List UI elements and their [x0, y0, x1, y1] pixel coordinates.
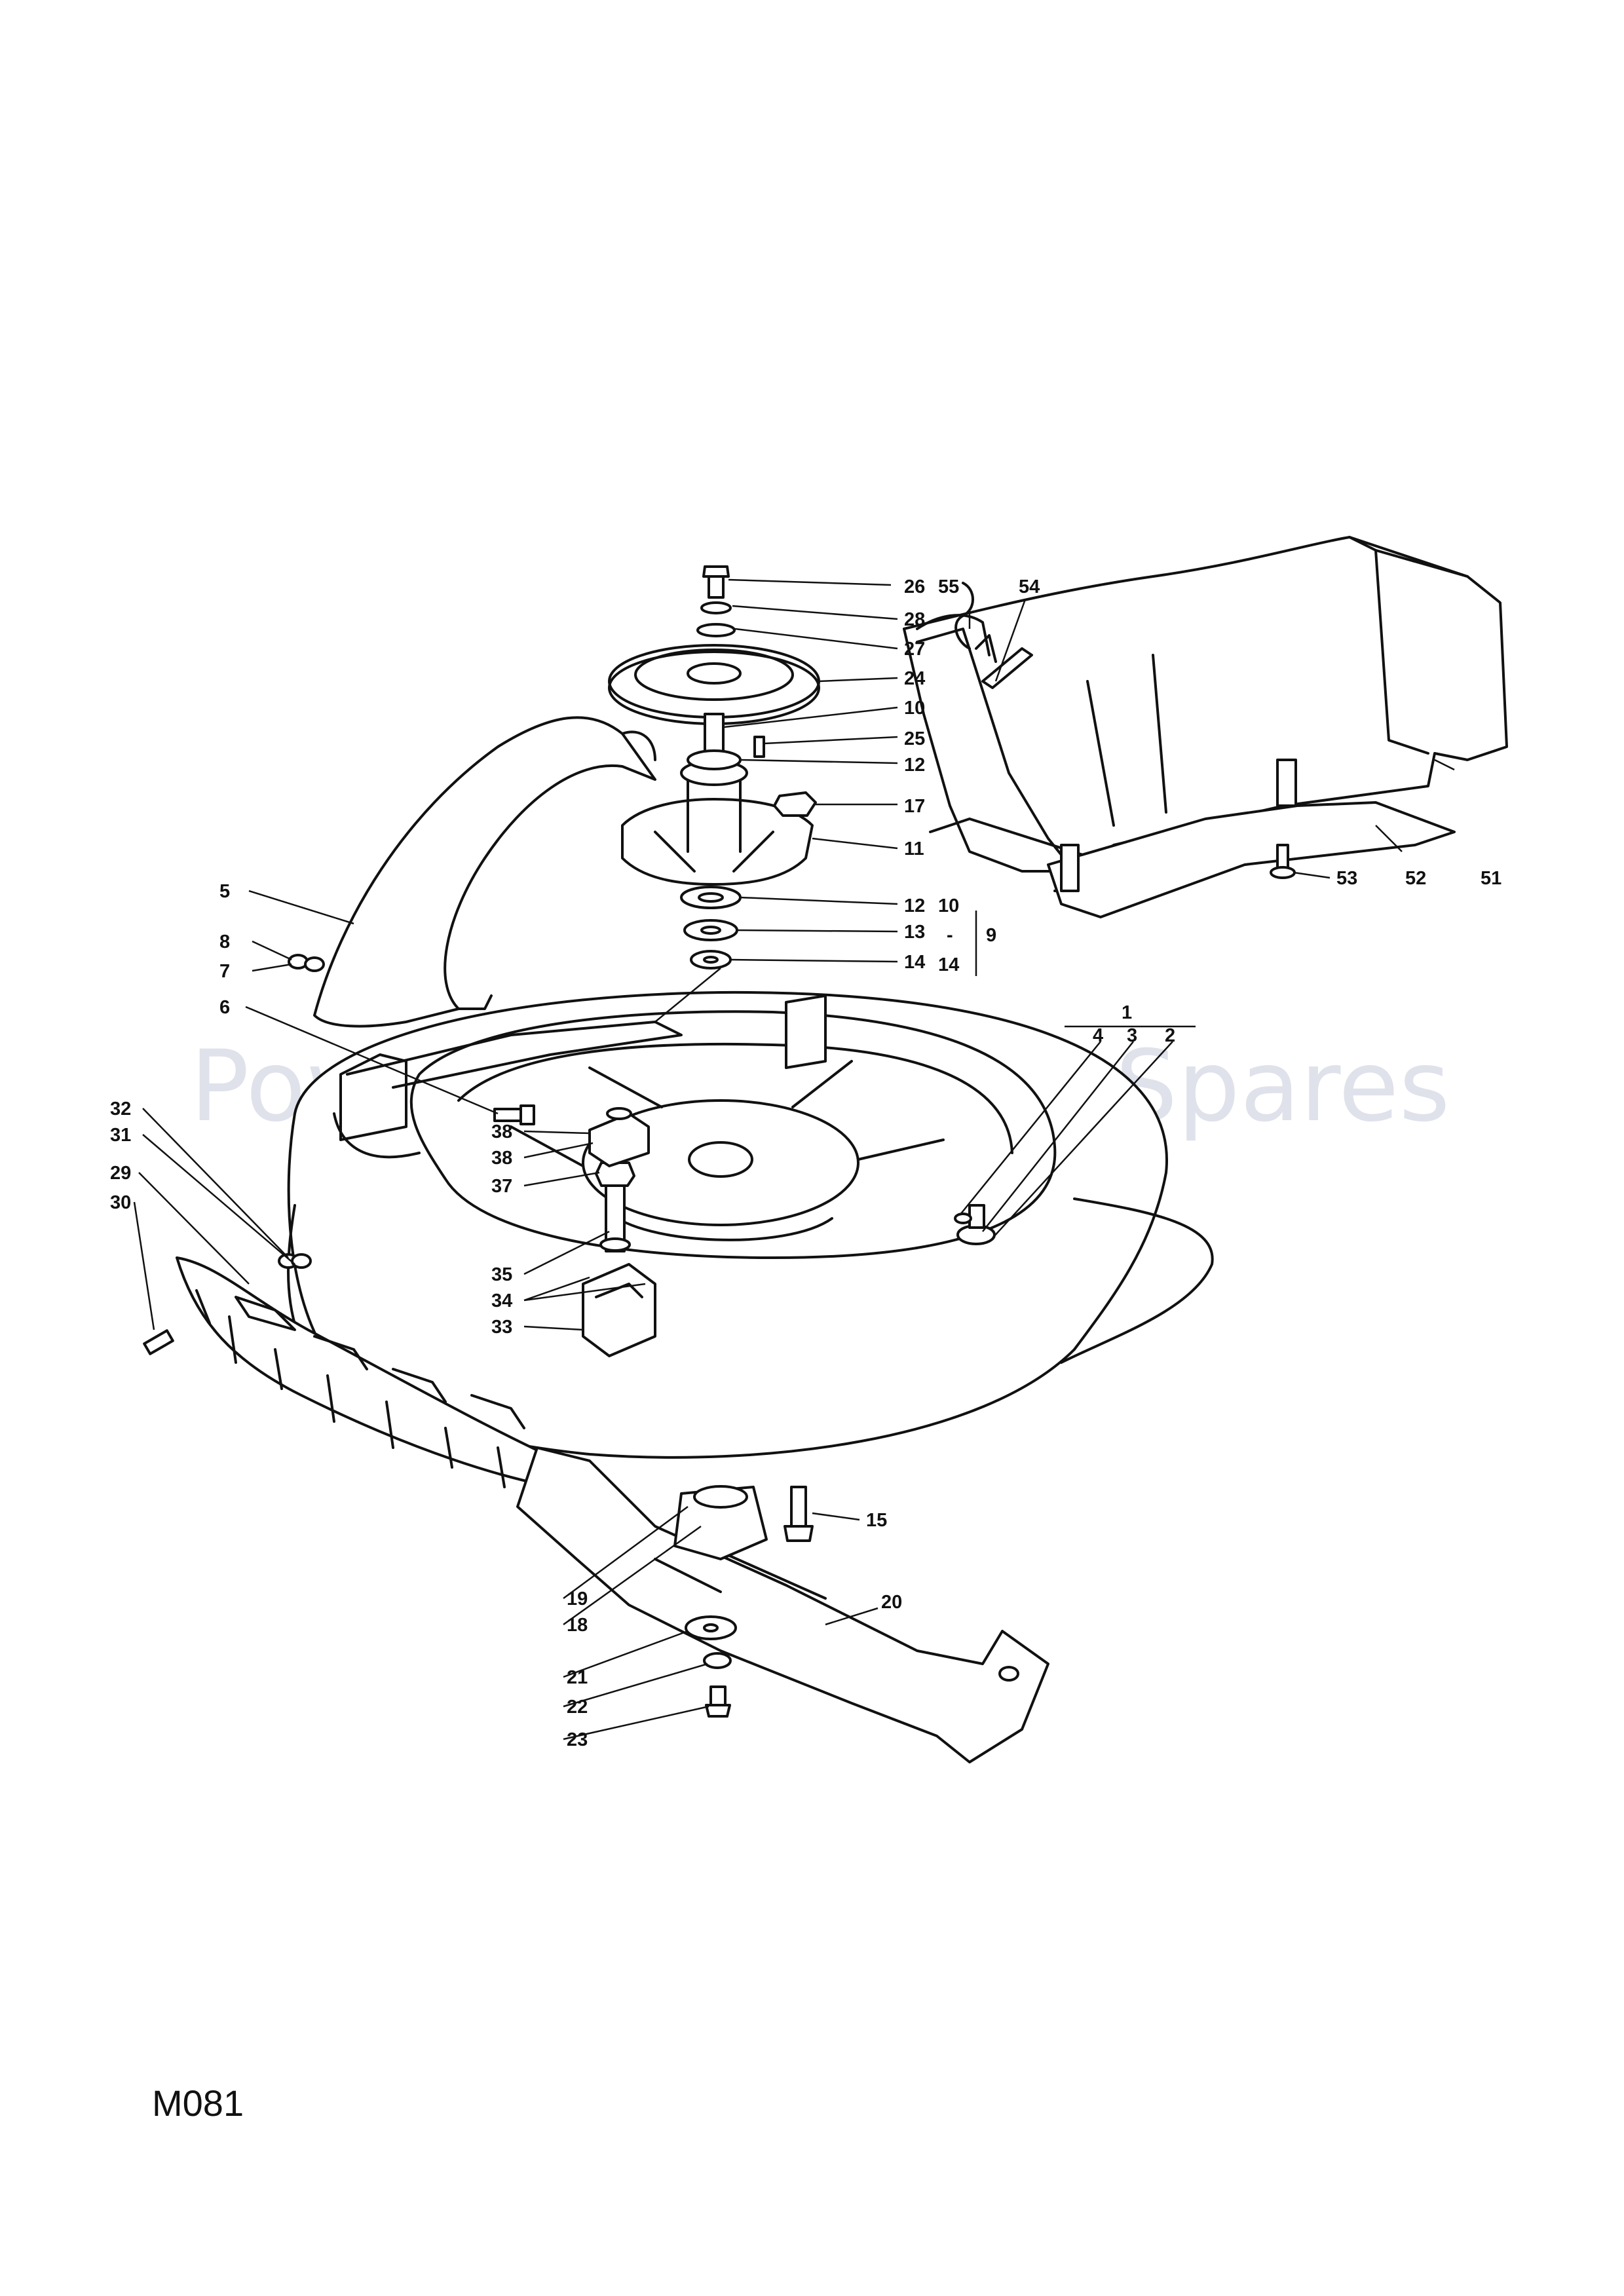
callout-31: 31	[110, 1125, 131, 1146]
callout-35: 35	[491, 1264, 512, 1285]
callout-55: 55	[938, 576, 959, 597]
callout-7: 7	[219, 961, 230, 982]
callout-6: 6	[219, 997, 230, 1018]
callout-37: 37	[491, 1176, 512, 1197]
clip-55	[954, 582, 974, 650]
group-range-to: 14	[938, 954, 959, 975]
callout-3: 3	[1127, 1025, 1137, 1046]
callout-labels: 26 55 54 28 27 24 10 25 12 17 11 5 12 8 …	[110, 576, 1501, 1750]
callout-11: 11	[904, 838, 924, 859]
bearing-12-upper	[687, 749, 742, 770]
callout-29: 29	[110, 1163, 131, 1184]
group-range-from: 10	[938, 895, 959, 916]
callout-4: 4	[1093, 1025, 1103, 1046]
callout-38-b: 38	[491, 1148, 512, 1169]
diagram-code: M081	[152, 2082, 244, 2124]
callout-21: 21	[567, 1667, 588, 1688]
callout-10: 10	[904, 698, 925, 719]
callout-20: 20	[881, 1592, 902, 1613]
callout-13: 13	[904, 922, 925, 943]
callout-22: 22	[567, 1697, 588, 1718]
hardware-2-4	[954, 1204, 996, 1245]
adjuster-bracket-34	[582, 1263, 656, 1357]
deck-housing	[287, 990, 1214, 1459]
group-range-assembly: 9	[986, 925, 996, 946]
key-25	[753, 736, 765, 758]
callout-8: 8	[219, 932, 230, 952]
callout-27: 27	[904, 639, 925, 660]
callout-12-lower: 12	[904, 895, 925, 916]
blade-holder	[673, 1485, 768, 1560]
callout-52: 52	[1405, 868, 1426, 889]
adjuster-nut-37	[595, 1161, 635, 1187]
leader-lines	[133, 578, 1455, 1741]
callout-24: 24	[904, 668, 925, 689]
callout-28: 28	[904, 609, 925, 630]
callout-1: 1	[1122, 1002, 1132, 1023]
callout-15: 15	[866, 1510, 887, 1531]
group-range-dash: -	[947, 925, 953, 946]
pulley-24	[608, 644, 820, 725]
screw-53	[1270, 844, 1296, 879]
spindle-housing-11	[621, 760, 814, 886]
callout-38-a: 38	[491, 1121, 512, 1142]
bolt-26-washers	[696, 565, 736, 637]
fasteners-7-8	[288, 954, 325, 972]
callout-51: 51	[1481, 868, 1501, 889]
callout-23: 23	[567, 1729, 588, 1750]
callout-33: 33	[491, 1317, 512, 1338]
callout-19: 19	[567, 1589, 588, 1609]
callout-2: 2	[1165, 1025, 1175, 1046]
callout-32: 32	[110, 1099, 131, 1120]
nut-17	[773, 791, 817, 817]
cutter-blade	[516, 1446, 1049, 1763]
callout-26: 26	[904, 576, 925, 597]
callout-12-upper: 12	[904, 755, 925, 776]
side-hardware-29-32	[143, 1253, 312, 1355]
callout-14: 14	[904, 952, 925, 973]
blade-fasteners	[685, 1615, 737, 1718]
pin-54	[981, 647, 1033, 689]
bolt-6	[493, 1104, 535, 1125]
belt-guard-5	[313, 716, 656, 1028]
spacer-13	[683, 919, 738, 941]
callout-25: 25	[904, 728, 925, 749]
bearing-12-lower	[680, 886, 742, 909]
adjuster-knob-38	[588, 1107, 650, 1167]
callout-34: 34	[491, 1290, 512, 1311]
callout-18: 18	[567, 1615, 588, 1636]
callout-5: 5	[219, 881, 230, 902]
callout-30: 30	[110, 1192, 131, 1213]
discharge-chute	[903, 536, 1508, 918]
callout-53: 53	[1336, 868, 1357, 889]
bolt-15	[784, 1486, 814, 1542]
nut-14	[690, 950, 732, 969]
callout-17: 17	[904, 796, 925, 817]
callout-54: 54	[1019, 576, 1040, 597]
